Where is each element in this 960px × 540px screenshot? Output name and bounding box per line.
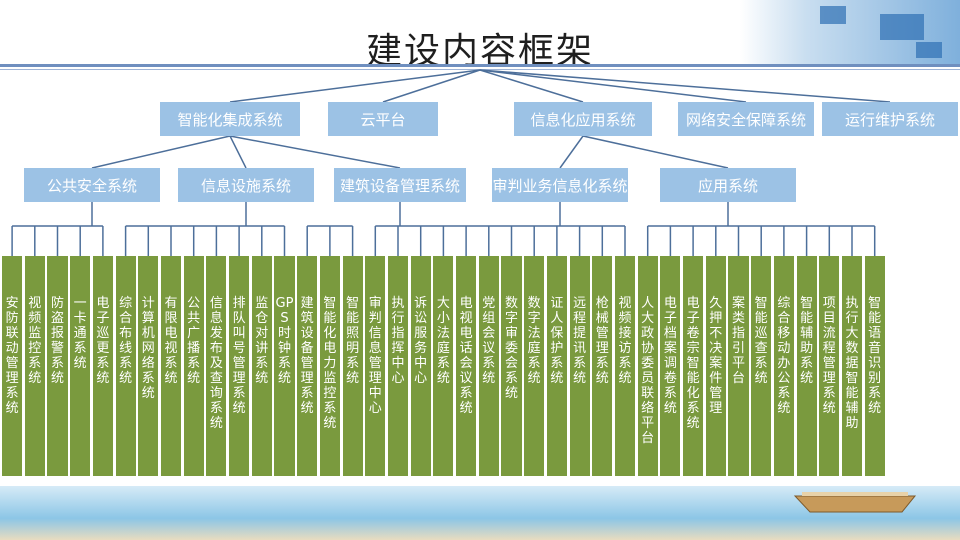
- leaf-node: 综合移动办公系统: [773, 256, 794, 476]
- leaf-node: 远程提讯系统: [569, 256, 590, 476]
- bottom-beach-band: [0, 486, 960, 540]
- top-level-node: 运行维护系统: [822, 102, 958, 136]
- leaf-node: 人大政协委员联络平台: [637, 256, 658, 476]
- leaf-node: 诉讼服务中心: [410, 256, 431, 476]
- top-level-node: 云平台: [328, 102, 438, 136]
- second-level-node: 建筑设备管理系统: [334, 168, 466, 202]
- leaf-node: 执行大数据智能辅助: [841, 256, 863, 476]
- leaf-node: 公共广播系统: [183, 256, 204, 476]
- second-level-node: 审判业务信息化系统: [492, 168, 628, 202]
- leaf-node: 有限电视系统: [160, 256, 182, 476]
- leaf-node: 电视电话会议系统: [456, 256, 477, 476]
- connector-line: [559, 135, 584, 169]
- connector-line: [582, 135, 729, 169]
- leaf-node: 数字审委会系统: [501, 256, 522, 476]
- leaf-node: 安防联动管理系统: [2, 256, 23, 476]
- title-underline: [0, 64, 960, 67]
- leaf-node: 大小法庭系统: [433, 256, 454, 476]
- decor-square: [880, 14, 924, 40]
- leaf-node: 视频监控系统: [24, 256, 45, 476]
- leaf-node: 项目流程管理系统: [819, 256, 840, 476]
- leaf-node: 信息发布及查询系统: [206, 256, 227, 476]
- boat-image: [793, 492, 917, 513]
- leaf-node: 智能照明系统: [342, 256, 363, 476]
- second-level-node: 公共安全系统: [24, 168, 160, 202]
- leaf-node: 党组会议系统: [478, 256, 499, 476]
- leaf-node: 枪械管理系统: [592, 256, 613, 476]
- connector-line: [479, 69, 584, 103]
- second-level-node: 信息设施系统: [178, 168, 314, 202]
- leaf-node: 案类指引平台: [728, 256, 749, 476]
- decor-square: [916, 42, 942, 58]
- decor-square: [820, 6, 846, 24]
- leaf-node: GPS时钟系统: [274, 256, 295, 476]
- leaf-node: 排队叫号管理系统: [229, 256, 250, 476]
- leaf-node: 电子卷宗智能化系统: [683, 256, 704, 476]
- leaf-node: 执行指挥中心: [387, 256, 409, 476]
- leaf-node: 数字法庭系统: [524, 256, 545, 476]
- leaf-node: 智能辅助系统: [796, 256, 817, 476]
- leaf-node: 智能化电力监控系统: [319, 256, 340, 476]
- leaf-node: 久押不决案件管理: [705, 256, 726, 476]
- leaf-node: 证人保护系统: [546, 256, 567, 476]
- leaf-node: 电子档案调卷系统: [660, 256, 681, 476]
- leaf-node: 智能语音识别系统: [864, 256, 885, 476]
- leaf-node: 监仓对讲系统: [251, 256, 272, 476]
- connector-line: [479, 69, 891, 103]
- leaf-node: 电子巡更系统: [92, 256, 113, 476]
- top-level-node: 信息化应用系统: [514, 102, 652, 136]
- connector-line: [91, 135, 231, 169]
- top-level-node: 网络安全保障系统: [678, 102, 814, 136]
- connector-line: [479, 69, 747, 103]
- leaf-node: 一卡通系统: [70, 256, 91, 476]
- leaf-node: 计算机网络系统: [138, 256, 159, 476]
- connector-line: [382, 69, 481, 103]
- title-underline-thin: [0, 69, 960, 70]
- leaf-node: 智能巡查系统: [751, 256, 772, 476]
- leaf-node: 视频接访系统: [614, 256, 636, 476]
- leaf-node: 审判信息管理中心: [365, 256, 386, 476]
- leaf-node: 综合布线系统: [115, 256, 136, 476]
- leaf-node: 防盗报警系统: [47, 256, 68, 476]
- second-level-node: 应用系统: [660, 168, 796, 202]
- leaf-node: 建筑设备管理系统: [297, 256, 318, 476]
- top-level-node: 智能化集成系统: [160, 102, 300, 136]
- connector-line: [229, 135, 247, 169]
- connector-line: [229, 69, 481, 103]
- connector-line: [229, 135, 401, 169]
